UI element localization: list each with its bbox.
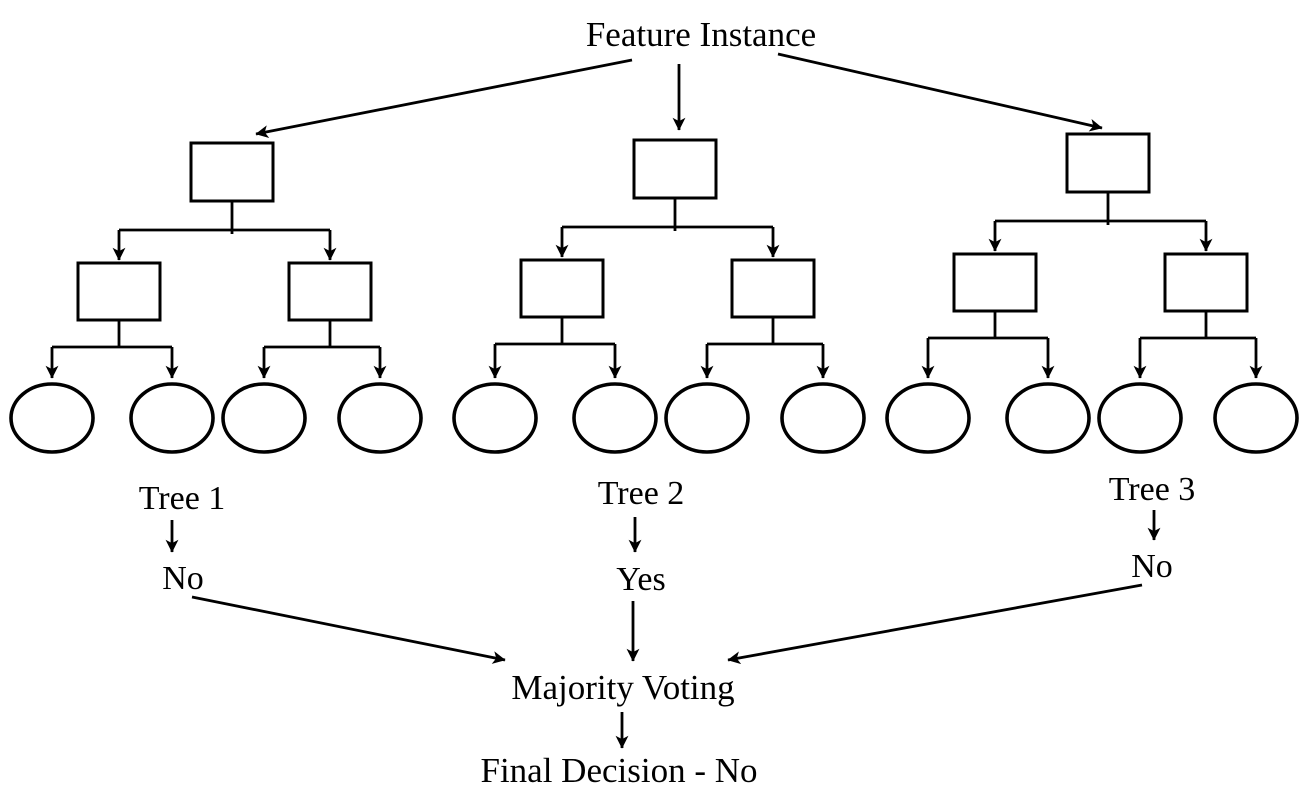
- tree-3-root-node: [1065, 132, 1151, 194]
- tree-1-root-node: [189, 141, 275, 203]
- tree-1-left-child-node: [76, 261, 162, 322]
- tree-2-root-node: [632, 138, 718, 200]
- tree-2-leaf-node-1: [452, 382, 538, 454]
- tree-3-vote: No: [1131, 548, 1173, 585]
- tree-3-leaf-node-4: [1213, 382, 1299, 454]
- tree-1-vote: No: [162, 560, 204, 597]
- tree-2-label: Tree 2: [597, 475, 685, 512]
- tree-1-leaf-node-3: [221, 382, 307, 454]
- tree-3-leaf-node-2: [1005, 382, 1091, 454]
- majority-voting-label: Majority Voting: [511, 668, 735, 707]
- arrow-title-to-tree-1: [255, 58, 633, 138]
- tree-3-leaf-node-3: [1097, 382, 1183, 454]
- tree-2-left-child-node: [519, 258, 605, 319]
- tree-2-leaf-node-3: [664, 382, 750, 454]
- tree-3-label: Tree 3: [1108, 471, 1196, 508]
- arrow-title-to-tree-3: [777, 52, 1103, 132]
- feature-instance-title: Feature Instance: [585, 15, 817, 54]
- tree-2-leaf-node-2: [572, 382, 658, 454]
- tree-3-right-child-node: [1163, 252, 1249, 313]
- tree-1-label: Tree 1: [138, 480, 226, 517]
- tree-1-leaf-node-4: [337, 382, 423, 454]
- final-decision-label: Final Decision - No: [480, 751, 758, 790]
- tree-1-right-child-node: [287, 261, 373, 322]
- arrow-vote-3-to-majority: [727, 583, 1143, 665]
- tree-2-vote: Yes: [616, 561, 666, 598]
- tree-1-leaf-node-2: [129, 382, 215, 454]
- arrow-vote-1-to-majority: [191, 595, 506, 664]
- tree-3-left-child-node: [952, 252, 1038, 313]
- tree-1-leaf-node-1: [9, 382, 95, 454]
- tree-2-leaf-node-4: [780, 382, 866, 454]
- tree-3-leaf-node-1: [885, 382, 971, 454]
- tree-2-right-child-node: [730, 258, 816, 319]
